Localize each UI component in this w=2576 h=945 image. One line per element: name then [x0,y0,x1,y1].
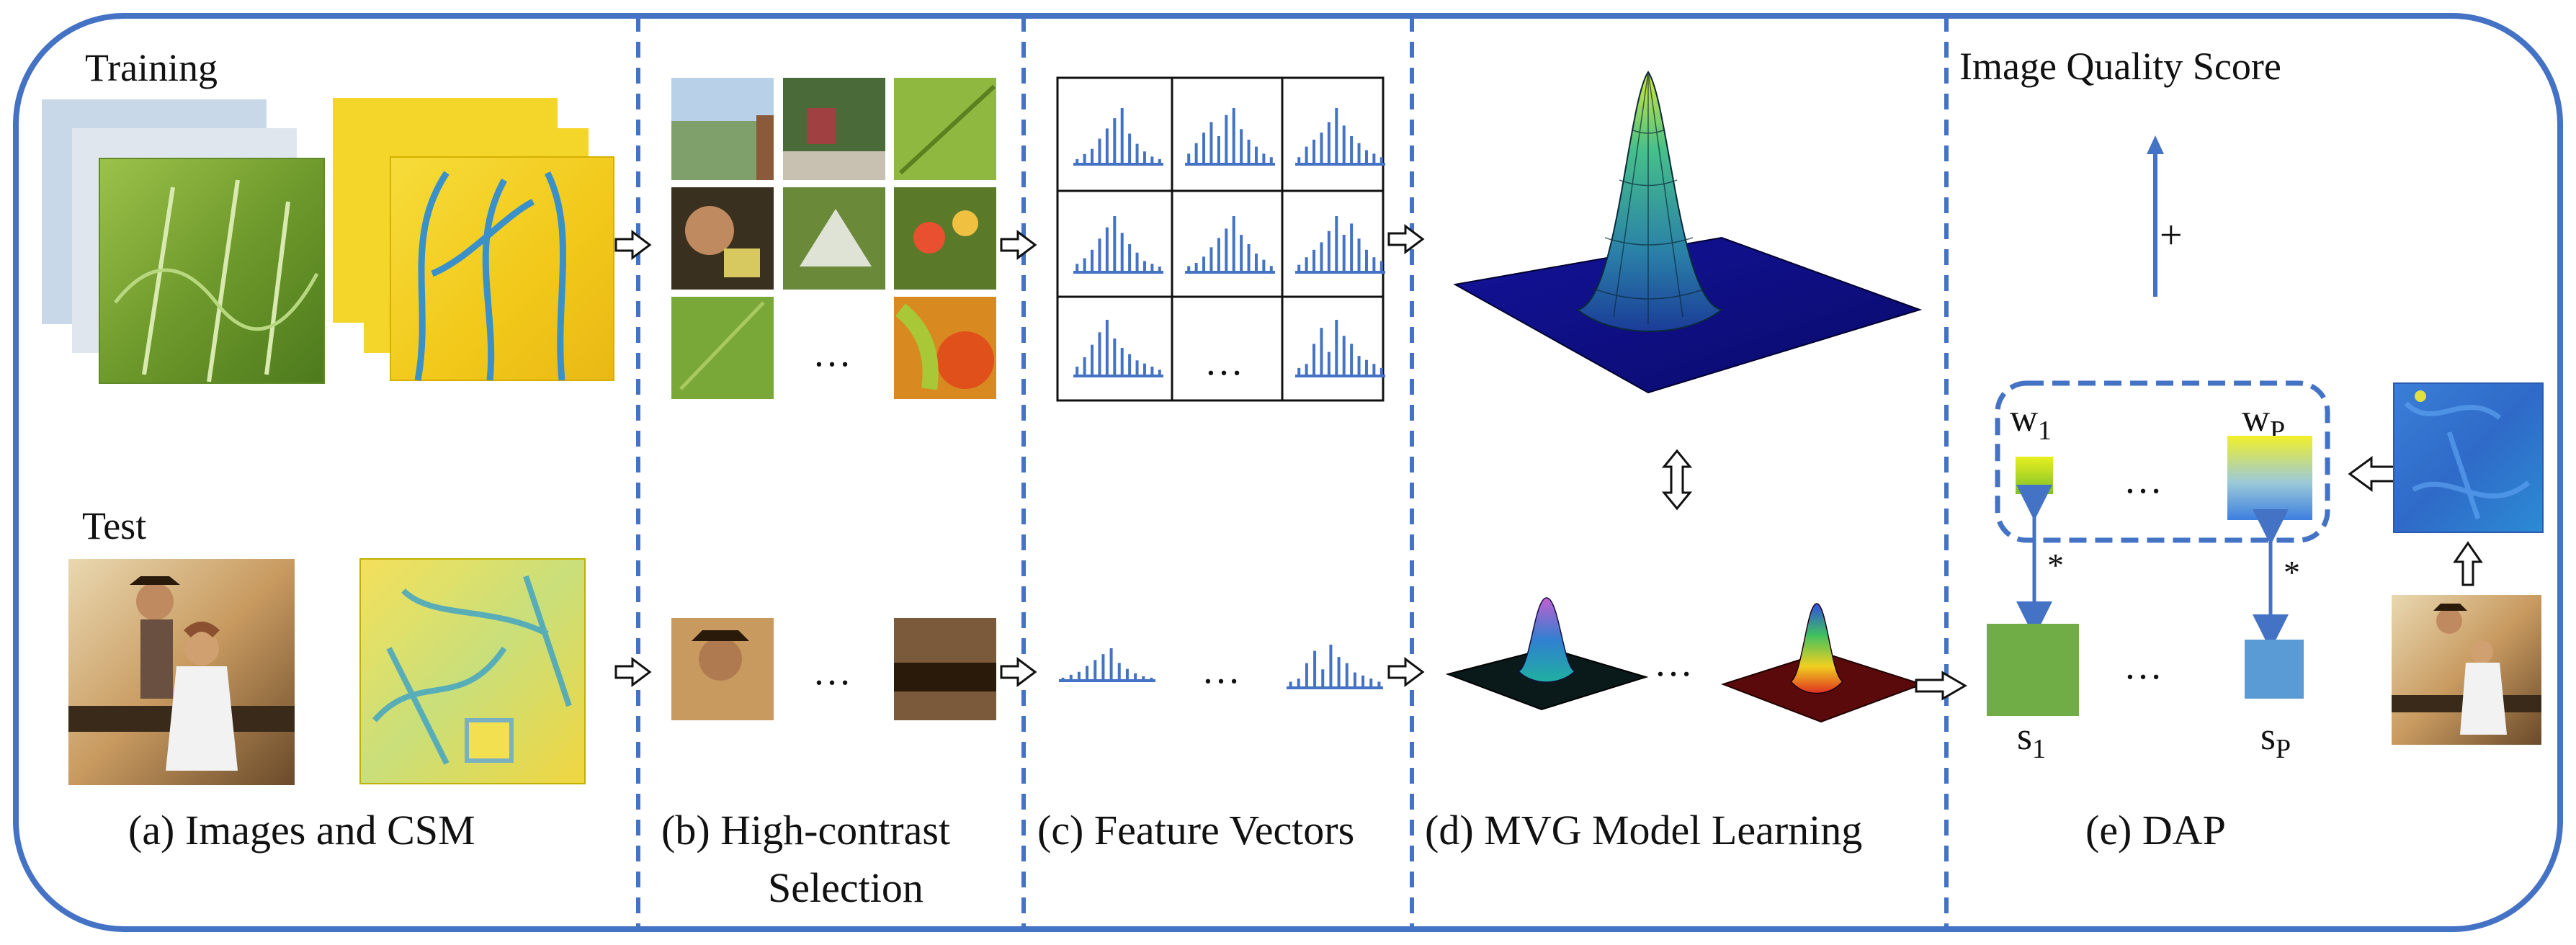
feature-grid-ellipsis: … [1204,340,1243,383]
patch-ellipsis: … [813,331,851,375]
score-sp-box [2245,640,2304,699]
test-label: Test [82,504,146,547]
arrow-d-to-e [1915,671,1967,701]
arrow-a-to-b-train [614,230,652,260]
mvg-surface-test-p [1720,603,1925,723]
caption-d: (d) MVG Model Learning [1425,807,1862,854]
arrow-b-to-c-test [1000,657,1037,687]
plus-sign: + [2160,213,2183,258]
histogram-layer [1059,108,1385,689]
training-csm-stack [333,98,614,381]
patch [894,187,996,290]
quality-title: Image Quality Score [1959,45,2281,88]
feature-test-ellipsis: … [1202,648,1240,691]
score-s1-label: s1 [2017,715,2046,764]
map-arrow [2348,456,2400,492]
caption-a: (a) Images and CSM [128,807,475,854]
arrow-c-to-d-train [1387,224,1425,254]
test-image-small [2392,595,2541,745]
weight-wp-label: wP [2242,396,2285,446]
caption-b-line2: Selection [768,864,923,911]
caption-b-line1: (b) High-contrast [661,807,950,854]
quality-up-arrow [2147,135,2164,297]
score-s1-box [1987,624,2079,716]
caption-c: (c) Feature Vectors [1037,807,1354,854]
arrow-c-to-d-test [1387,657,1425,687]
training-image-stack [42,99,325,384]
scores-ellipsis: … [2124,644,2163,687]
mvg-test-ellipsis: … [1654,641,1693,684]
arrow-b-to-c-train [1000,230,1037,260]
asterisk-p: * [2284,554,2300,591]
test-patches: … [671,618,996,720]
score-sp-label: sP [2260,715,2291,764]
arrow-a-to-b-test [614,657,652,687]
weight-wp-swatch [2227,436,2312,520]
test-image [68,559,295,785]
weights-dashed-box [1995,380,2330,543]
mvg-surface-large [1453,71,1923,394]
training-label: Training [85,46,218,89]
weight-w1-swatch [2016,457,2053,494]
up-hollow-arrow [2453,541,2483,586]
outer-frame [13,13,2563,932]
test-patch-ellipsis: … [813,650,851,693]
caption-e: (e) DAP [2085,807,2226,854]
weight-w1-label: w1 [2010,396,2052,446]
mvg-surface-test-1 [1445,597,1649,711]
distortion-map [2393,382,2544,533]
asterisk-1: * [2047,547,2064,583]
weights-ellipsis: … [2124,458,2163,501]
section-dividers [636,16,1949,929]
double-arrow [1661,449,1693,511]
test-csm [359,558,586,784]
patch-grid: … [671,78,996,399]
